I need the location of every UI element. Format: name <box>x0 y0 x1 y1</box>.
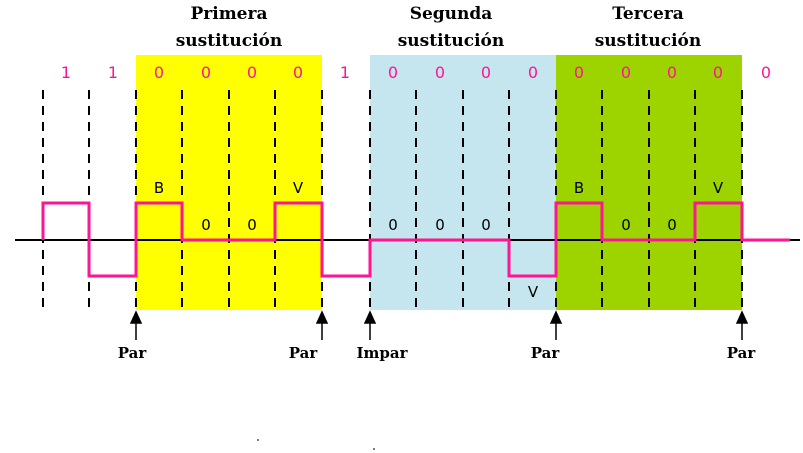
stray-dot <box>373 448 375 450</box>
parity-label: Par <box>289 344 319 362</box>
bit-value: 0 <box>621 63 631 82</box>
parity-label: Par <box>531 344 561 362</box>
signal-waveform <box>41 201 790 278</box>
arrow-up-icon <box>363 310 377 340</box>
arrow-up-icon <box>129 310 143 340</box>
bit-value: 0 <box>574 63 584 82</box>
arrow-up-icon <box>549 310 563 340</box>
bit-value: 0 <box>154 63 164 82</box>
bit-value: 0 <box>247 63 257 82</box>
pulse-label: 0 <box>481 216 491 234</box>
bit-value: 1 <box>108 63 118 82</box>
parity-label: Par <box>118 344 148 362</box>
pulse-label: V <box>293 179 304 197</box>
third-substitution-title-line1: Tercera <box>612 4 684 24</box>
arrow-up-icon <box>735 310 749 340</box>
second-substitution-title-line1: Segunda <box>410 4 493 24</box>
bit-value: 0 <box>293 63 303 82</box>
bit-value: 0 <box>528 63 538 82</box>
pulse-label: V <box>528 283 539 301</box>
parity-label: Impar <box>357 344 409 362</box>
stray-dot <box>257 439 259 441</box>
bit-value: 0 <box>713 63 723 82</box>
pulse-label: 0 <box>621 216 631 234</box>
pulse-label: 0 <box>247 216 257 234</box>
first-substitution-title-line2: sustitución <box>176 31 283 51</box>
parity-arrows <box>129 310 749 340</box>
second-substitution-title-line2: sustitución <box>398 31 505 51</box>
pulse-label: V <box>713 179 724 197</box>
third-substitution-title-line2: sustitución <box>595 31 702 51</box>
arrow-up-icon <box>315 310 329 340</box>
bit-value: 0 <box>761 63 771 82</box>
pulse-label: 0 <box>388 216 398 234</box>
pulse-label: 0 <box>435 216 445 234</box>
pulse-label: 0 <box>667 216 677 234</box>
pulse-label: B <box>154 179 164 197</box>
bit-value: 0 <box>435 63 445 82</box>
first-substitution-title-line1: Primera <box>191 4 268 24</box>
pulse-label: 0 <box>201 216 211 234</box>
bit-value: 1 <box>340 63 350 82</box>
bit-value: 0 <box>388 63 398 82</box>
bit-value: 0 <box>201 63 211 82</box>
bit-value: 1 <box>61 63 71 82</box>
bit-value: 0 <box>481 63 491 82</box>
parity-label: Par <box>727 344 757 362</box>
bit-value: 0 <box>667 63 677 82</box>
pulse-label: B <box>574 179 584 197</box>
